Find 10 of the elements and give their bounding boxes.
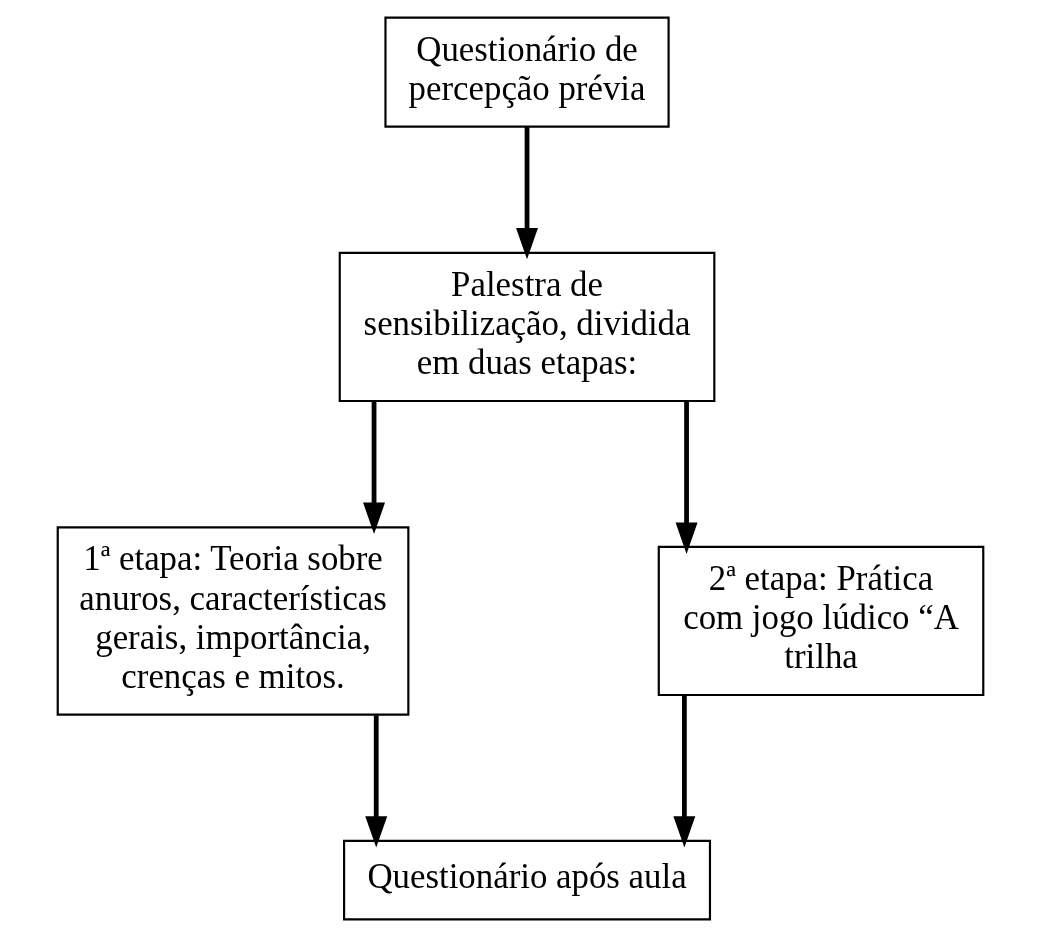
node-box: 1ª etapa: Teoria sobre anuros, características gerais, importância, crenças e mitos. — [56, 525, 410, 716]
node-box: Questionário após aula — [343, 839, 712, 920]
arrow — [673, 694, 696, 848]
arrow — [363, 400, 386, 534]
arrow — [365, 714, 388, 848]
arrow — [516, 126, 539, 259]
node-box: Palestra de sensibilização, dividida em duas etapas: — [338, 251, 716, 402]
node-box: Questionário de percepção prévia — [384, 16, 670, 128]
arrow — [675, 400, 698, 554]
node-box: 2ª etapa: Prática com jogo lúdico “A trilha — [657, 545, 985, 696]
